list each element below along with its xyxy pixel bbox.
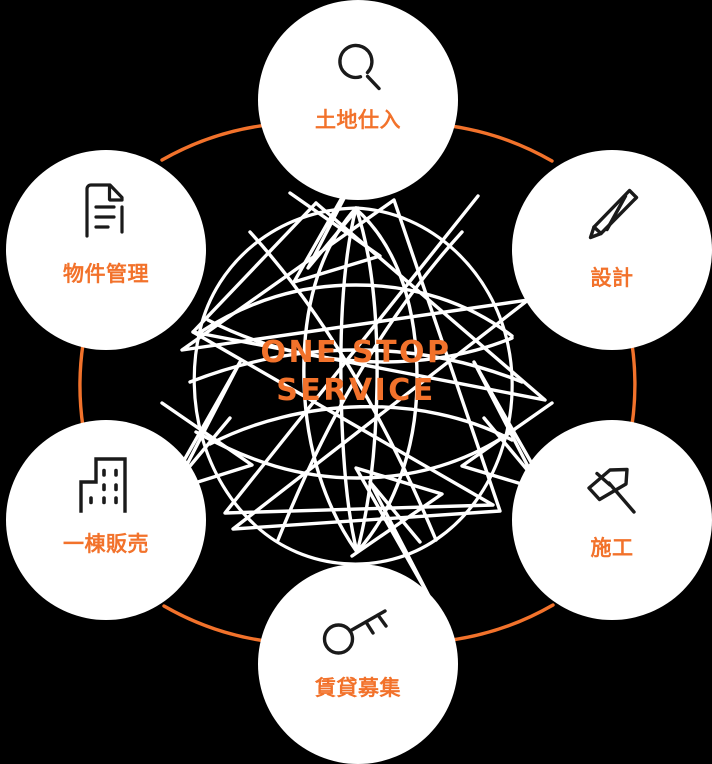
connector-arc-design-construction bbox=[630, 342, 637, 427]
node-design[interactable]: 設計 bbox=[512, 150, 712, 350]
connector-arc-land-purchase-design bbox=[441, 123, 554, 163]
building-icon bbox=[77, 454, 135, 514]
node-rental-listing[interactable]: 賃貸募集 bbox=[258, 564, 458, 764]
node-building-sales[interactable]: 一棟販売 bbox=[6, 420, 206, 620]
node-property-mgmt[interactable]: 物件管理 bbox=[6, 150, 206, 350]
node-label-design: 設計 bbox=[590, 266, 634, 290]
document-icon bbox=[77, 180, 135, 242]
key-icon bbox=[321, 606, 395, 658]
node-construction[interactable]: 施工 bbox=[512, 420, 712, 620]
sketch-globe-graphic bbox=[160, 150, 554, 600]
node-label-property-mgmt: 物件管理 bbox=[63, 262, 149, 286]
node-label-construction: 施工 bbox=[590, 536, 634, 560]
node-label-rental-listing: 賃貸募集 bbox=[315, 676, 401, 700]
connector-arc-property-mgmt-land-purchase bbox=[160, 122, 278, 162]
node-land-purchase[interactable]: 土地仕入 bbox=[258, 0, 458, 200]
magnifier-icon bbox=[329, 38, 387, 96]
connector-arc-rental-listing-building-sales bbox=[162, 604, 275, 644]
hammer-icon bbox=[582, 460, 642, 520]
node-label-land-purchase: 土地仕入 bbox=[315, 108, 401, 132]
connector-arc-construction-rental-listing bbox=[442, 603, 555, 643]
node-label-building-sales: 一棟販売 bbox=[63, 532, 149, 556]
connector-arc-building-sales-property-mgmt bbox=[78, 342, 85, 429]
pencil-icon bbox=[581, 184, 643, 246]
